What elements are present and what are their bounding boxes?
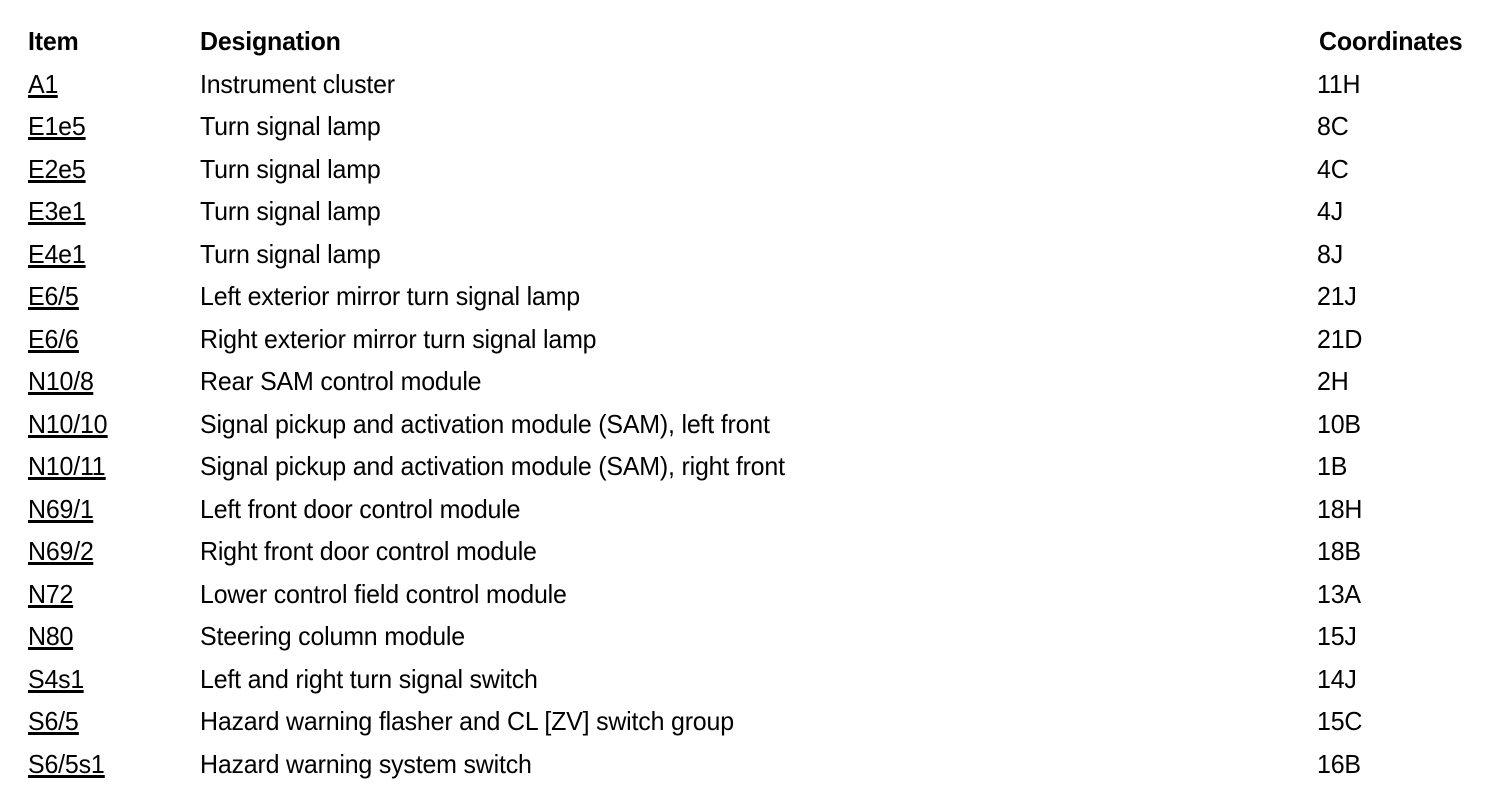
table-row: E2e5 Turn signal lamp 4C (0, 154, 1504, 197)
cell-coordinates: 10B (1317, 408, 1361, 439)
item-code-link[interactable]: E1e5 (28, 111, 86, 141)
cell-item: S4s1 (28, 663, 85, 694)
cell-item: N69/1 (28, 493, 95, 524)
cell-coordinates: 1B (1317, 451, 1348, 481)
table-row: E1e5 Turn signal lamp 8C (0, 111, 1504, 154)
item-code-link[interactable]: E4e1 (28, 238, 86, 269)
cell-item: N10/11 (28, 451, 106, 481)
cell-designation: Lower control field control module (200, 578, 567, 609)
cell-item: A1 (28, 68, 59, 99)
item-code-link[interactable]: E3e1 (28, 196, 86, 226)
cell-designation: Turn signal lamp (200, 153, 381, 184)
column-header-coordinates: Coordinates (1318, 26, 1462, 56)
cell-coordinates: 8J (1317, 238, 1343, 269)
cell-item: N10/8 (28, 366, 95, 396)
cell-coordinates: 18B (1317, 536, 1361, 566)
item-code-link[interactable]: N69/2 (28, 536, 95, 566)
column-header-item: Item (28, 26, 79, 56)
table-row: N10/10 Signal pickup and activation modul… (0, 409, 1504, 452)
cell-coordinates: 4J (1317, 196, 1343, 226)
table-row: N72 Lower control field control module 13A (0, 579, 1504, 622)
item-code-link[interactable]: N69/1 (28, 493, 95, 524)
cell-designation: Hazard warning flasher and CL [ZV] switc… (200, 706, 734, 736)
cell-designation: Right exterior mirror turn signal lamp (200, 323, 597, 354)
item-code-link[interactable]: E2e5 (28, 153, 86, 184)
cell-item: N72 (28, 579, 73, 609)
cell-designation: Left front door control module (200, 493, 521, 524)
cell-item: E2e5 (28, 154, 86, 184)
item-code-link[interactable]: S4s1 (28, 663, 85, 694)
cell-coordinates: 13A (1317, 578, 1361, 609)
cell-item: S6/5s1 (28, 749, 105, 779)
item-code-link[interactable]: S6/5 (28, 706, 79, 736)
item-code-link[interactable]: N72 (28, 578, 74, 609)
item-code-link[interactable]: E6/5 (28, 281, 79, 311)
item-code-link[interactable]: N80 (28, 621, 74, 651)
cell-item: E1e5 (28, 111, 86, 141)
item-code-link[interactable]: S6/5s1 (28, 748, 105, 779)
table-row: E3e1 Turn signal lamp 4J (0, 196, 1504, 239)
table-row: N80 Steering column module 15J (0, 621, 1504, 664)
table-row: S6/5 Hazard warning flasher and CL [ZV] s… (0, 706, 1504, 749)
item-code-link[interactable]: E6/6 (28, 323, 79, 354)
item-code-link[interactable]: N10/11 (28, 451, 106, 481)
cell-item: E4e1 (28, 239, 86, 269)
column-header-coordinates-label: Coordinates (1318, 26, 1462, 56)
table-row: E4e1 Turn signal lamp 8J (0, 239, 1504, 282)
cell-item: N80 (28, 621, 73, 651)
table-row: N69/2 Right front door control module 18B (0, 536, 1504, 579)
cell-item: N69/2 (28, 536, 95, 566)
cell-coordinates: 8C (1317, 111, 1349, 141)
item-code-link[interactable]: N10/10 (28, 408, 108, 439)
table-row: N10/8 Rear SAM control module 2H (0, 366, 1504, 409)
table-row: E6/6 Right exterior mirror turn signal la… (0, 324, 1504, 367)
cell-coordinates: 16B (1317, 748, 1361, 779)
cell-designation: Steering column module (200, 621, 465, 651)
cell-item: S6/5 (28, 706, 79, 736)
cell-designation: Left exterior mirror turn signal lamp (200, 281, 580, 311)
cell-designation: Signal pickup and activation module (SAM… (200, 451, 785, 481)
table-row: N10/11 Signal pickup and activation modul… (0, 451, 1504, 494)
cell-coordinates: 21D (1317, 323, 1363, 354)
column-header-designation-label: Designation (200, 26, 341, 56)
cell-designation: Hazard warning system switch (200, 748, 532, 779)
column-header-designation: Designation (200, 26, 341, 56)
table-row: N69/1 Left front door control module 18H (0, 494, 1504, 537)
cell-coordinates: 18H (1317, 493, 1363, 524)
table-row: E6/5 Left exterior mirror turn signal lam… (0, 281, 1504, 324)
item-code-link[interactable]: N10/8 (28, 366, 95, 396)
cell-coordinates: 14J (1317, 663, 1357, 694)
cell-item: E6/6 (28, 324, 79, 354)
cell-designation: Turn signal lamp (200, 111, 381, 141)
table-header-row: Item Designation Coordinates (0, 26, 1504, 69)
cell-coordinates: 2H (1317, 366, 1349, 396)
cell-item: E6/5 (28, 281, 79, 311)
cell-item: N10/10 (28, 408, 108, 439)
cell-designation: Left and right turn signal switch (200, 663, 538, 694)
cell-designation: Rear SAM control module (200, 366, 482, 396)
table-row: S6/5s1 Hazard warning system switch 16B (0, 749, 1504, 792)
cell-coordinates: 21J (1317, 281, 1357, 311)
cell-designation: Turn signal lamp (200, 238, 381, 269)
cell-coordinates: 15J (1317, 621, 1357, 651)
cell-designation: Turn signal lamp (200, 196, 381, 226)
cell-designation: Signal pickup and activation module (SAM… (200, 408, 770, 439)
item-code-link[interactable]: A1 (28, 68, 59, 99)
cell-item: E3e1 (28, 196, 86, 226)
cell-coordinates: 15C (1317, 706, 1363, 736)
cell-designation: Right front door control module (200, 536, 537, 566)
table-row: S4s1 Left and right turn signal switch 14J (0, 664, 1504, 707)
cell-designation: Instrument cluster (200, 68, 395, 99)
column-header-item-label: Item (28, 26, 79, 56)
cell-coordinates: 11H (1317, 68, 1361, 99)
cell-coordinates: 4C (1317, 153, 1349, 184)
table-row: A1 Instrument cluster 11H (0, 69, 1504, 112)
